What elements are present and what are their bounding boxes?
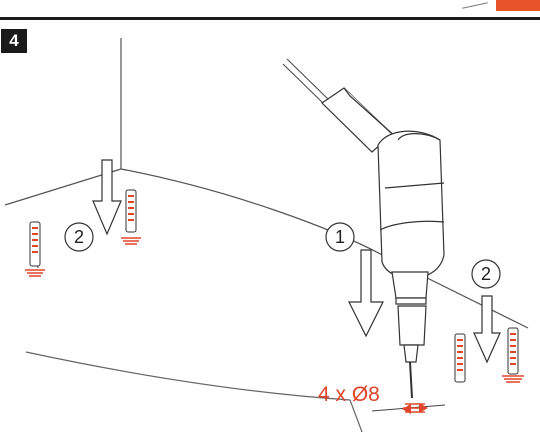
arrow-down-right bbox=[473, 295, 501, 364]
callout-two-left: 2 bbox=[74, 227, 84, 247]
plug-right-1 bbox=[454, 333, 466, 383]
plug-left-2 bbox=[121, 189, 141, 245]
plug-right-2 bbox=[502, 327, 524, 383]
drill bbox=[282, 58, 445, 399]
corner-tab bbox=[496, 0, 540, 11]
callout-one: 1 bbox=[335, 227, 345, 247]
dimension-marker bbox=[371, 403, 446, 414]
top-rule bbox=[0, 17, 540, 20]
arrow-down-left bbox=[92, 159, 122, 236]
dimension-label: 4 x Ø8 bbox=[318, 383, 380, 406]
callout-two-right: 2 bbox=[481, 264, 491, 284]
callout-circle-left bbox=[64, 222, 94, 252]
callout-circle-center bbox=[325, 222, 355, 252]
step-number: 4 bbox=[1, 29, 27, 53]
callout-circle-right bbox=[471, 259, 501, 289]
arrow-down-center bbox=[348, 249, 384, 338]
plug-left-1 bbox=[25, 221, 45, 277]
